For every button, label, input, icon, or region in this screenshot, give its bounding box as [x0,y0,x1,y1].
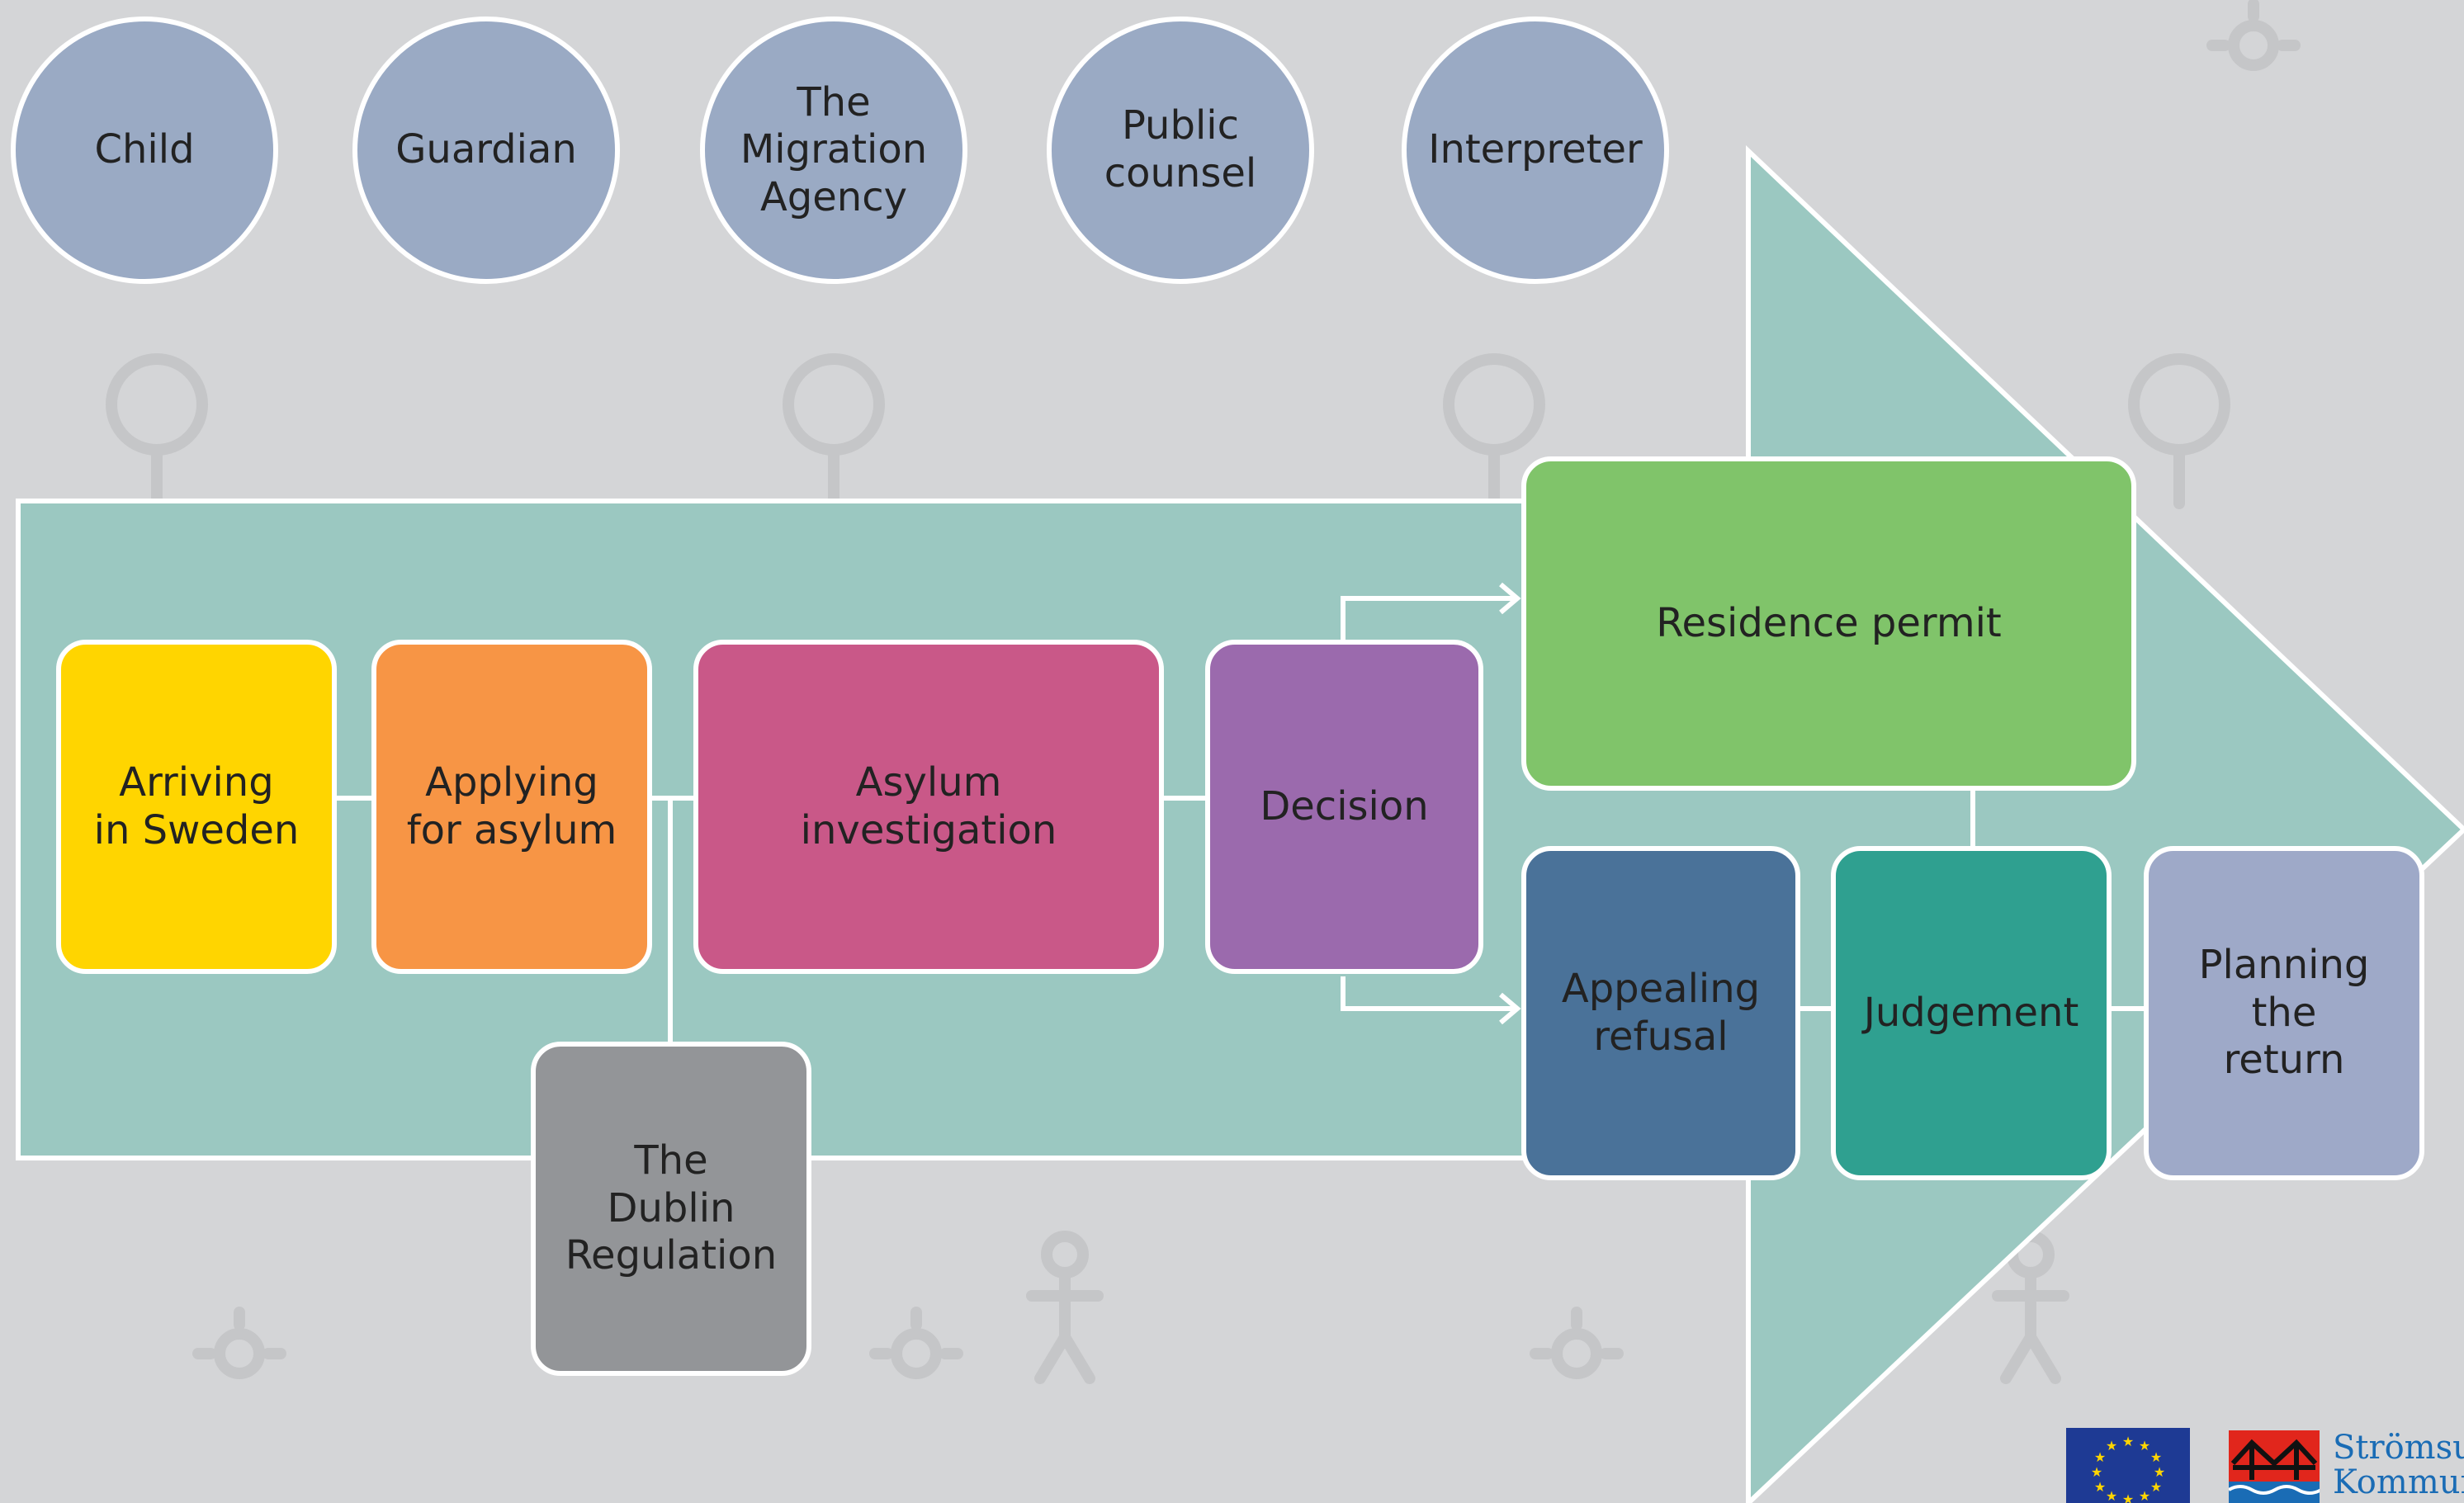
actor-public-counsel: Public counsel [1047,17,1314,284]
sun-icon [1530,1307,1624,1379]
svg-text:★: ★ [2106,1438,2117,1453]
municipality-name-line2: Kommun [2333,1463,2464,1501]
tree-icon [2128,353,2230,509]
svg-text:★: ★ [2122,1434,2134,1449]
svg-text:★: ★ [2139,1488,2150,1503]
tree-icon [783,353,885,509]
figure-icon [1026,1231,1104,1384]
tree-icon [1443,353,1545,509]
step-asylum-investigation: Asylum investigation [693,640,1164,974]
step-applying-for-asylum: Applying for asylum [371,640,652,974]
svg-text:★: ★ [2154,1464,2165,1480]
svg-text:★: ★ [2094,1449,2106,1465]
actor-guardian: Guardian [352,17,620,284]
svg-text:★: ★ [2094,1479,2106,1495]
arrowhead-icon [1499,992,1521,1025]
actor-child: Child [11,17,278,284]
svg-text:★: ★ [2122,1491,2134,1503]
actor-migration-agency: The Migration Agency [700,17,967,284]
municipality-name: Strömsund Kommun [2333,1430,2464,1500]
sun-icon [2206,0,2301,71]
step-judgement: Judgement [1831,846,2112,1180]
eu-flag-icon: ★★★ ★★★ ★★★ ★★★ [2066,1428,2190,1503]
svg-text:★: ★ [2091,1464,2102,1480]
step-appealing-refusal: Appealing refusal [1521,846,1800,1180]
step-planning-the-return: Planning the return [2144,846,2424,1180]
svg-text:★: ★ [2150,1479,2162,1495]
svg-text:★: ★ [2139,1438,2150,1453]
tree-icon [106,353,208,509]
arrowhead-icon [1499,582,1521,615]
actor-interpreter: Interpreter [1402,17,1669,284]
sun-icon [869,1307,963,1379]
municipality-name-line1: Strömsund [2333,1429,2464,1467]
step-decision: Decision [1205,640,1483,974]
step-residence-permit: Residence permit [1521,456,2136,791]
connector-decision-appealing [1341,976,1517,1011]
svg-text:★: ★ [2150,1449,2162,1465]
connector-decision-residence [1341,596,1517,642]
step-dublin-regulation: The Dublin Regulation [531,1042,811,1376]
bridge-logo-icon [2229,1430,2320,1503]
sun-icon [192,1307,286,1379]
step-arriving-in-sweden: Arriving in Sweden [56,640,337,974]
svg-text:★: ★ [2106,1488,2117,1503]
